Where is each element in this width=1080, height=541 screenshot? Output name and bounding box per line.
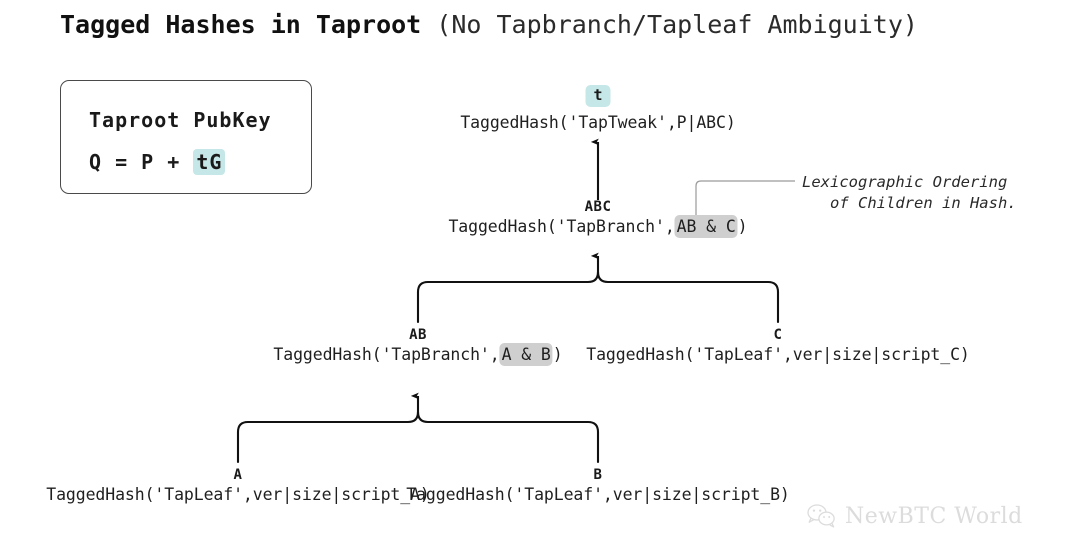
node-root: TaggedHash('TapTweak',P|ABC) xyxy=(460,112,735,134)
page-title-strong: Tagged Hashes in Taproot xyxy=(60,10,422,39)
node-ab: AB TaggedHash('TapBranch',A & B) xyxy=(273,327,563,366)
node-c-label: C xyxy=(773,327,783,343)
node-root-expr: TaggedHash('TapTweak',P|ABC) xyxy=(460,113,736,132)
node-ab-expr-highlight: A & B xyxy=(499,343,553,366)
watermark: NewBTC World xyxy=(806,503,1023,529)
page-title-light: (No Tapbranch/Tapleaf Ambiguity) xyxy=(436,10,918,39)
node-abc-expr-suffix: ) xyxy=(737,217,748,236)
wechat-icon xyxy=(807,504,835,528)
connector-a-b-to-ab xyxy=(236,411,600,464)
node-b-label: B xyxy=(593,467,603,483)
node-abc-expr-highlight: AB & C xyxy=(674,215,738,238)
page-title: Tagged Hashes in Taproot (No Tapbranch/T… xyxy=(60,10,918,39)
node-abc-expr-prefix: TaggedHash('TapBranch', xyxy=(448,217,675,236)
annotation-line-2: of Children in Hash. xyxy=(830,194,1017,212)
node-a-expr: TaggedHash('TapLeaf',ver|size|script_A) xyxy=(46,485,430,504)
pubkey-formula-highlight: tG xyxy=(193,149,226,175)
node-b: B TaggedHash('TapLeaf',ver|size|script_B… xyxy=(406,467,790,506)
pubkey-formula-prefix: Q = P + xyxy=(89,150,194,174)
pubkey-box-heading: Taproot PubKey xyxy=(89,108,272,132)
node-c-expr: TaggedHash('TapLeaf',ver|size|script_C) xyxy=(586,345,970,364)
node-ab-label: AB xyxy=(409,327,427,343)
node-ab-expr-prefix: TaggedHash('TapBranch', xyxy=(273,345,500,364)
connector-ab-c-to-abc xyxy=(416,271,780,324)
annotation-line-1: Lexicographic Ordering xyxy=(802,173,1008,191)
node-abc: ABC TaggedHash('TapBranch',AB & C) xyxy=(448,199,748,238)
node-b-expr: TaggedHash('TapLeaf',ver|size|script_B) xyxy=(406,485,790,504)
annotation-lexicographic-ordering: Lexicographic Ordering of Children in Ha… xyxy=(802,172,1017,214)
taproot-pubkey-box: Taproot PubKey Q = P + tG xyxy=(60,80,312,194)
watermark-text: NewBTC World xyxy=(845,503,1023,529)
node-c: C TaggedHash('TapLeaf',ver|size|script_C… xyxy=(586,327,970,366)
node-ab-expr: TaggedHash('TapBranch',A & B) xyxy=(273,343,563,366)
node-a-label: A xyxy=(233,467,243,483)
node-abc-label: ABC xyxy=(584,199,612,215)
node-abc-expr: TaggedHash('TapBranch',AB & C) xyxy=(448,215,748,238)
pubkey-box-formula: Q = P + tG xyxy=(89,149,226,175)
node-ab-expr-suffix: ) xyxy=(552,345,563,364)
node-a: A TaggedHash('TapLeaf',ver|size|script_A… xyxy=(46,467,430,506)
tweak-badge: t xyxy=(585,85,611,107)
